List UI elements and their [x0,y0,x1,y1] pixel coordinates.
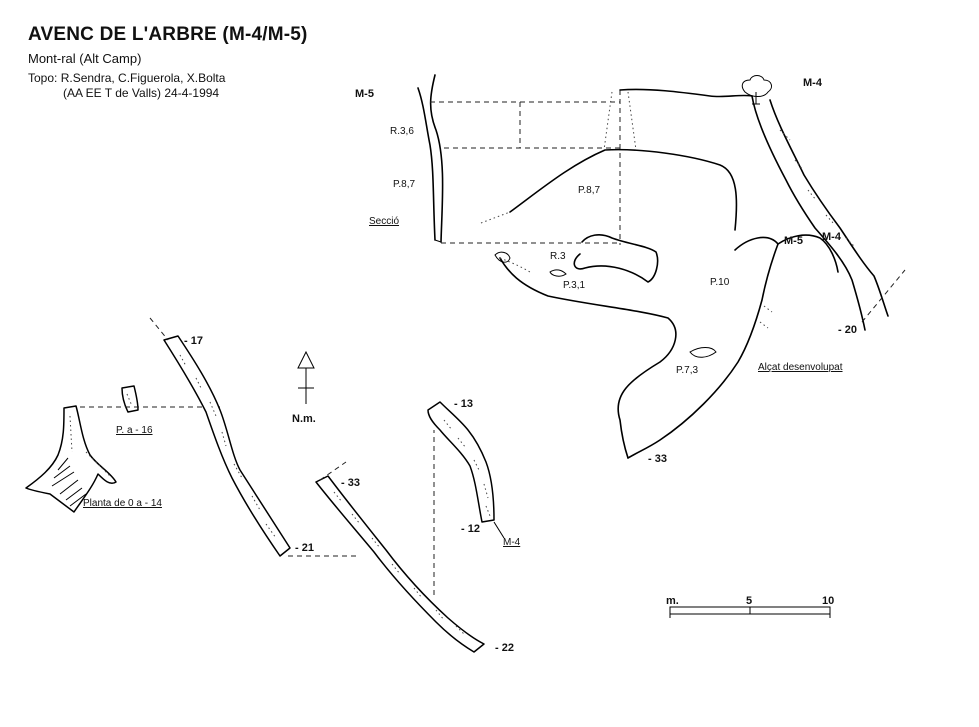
label-depth-13: - 13 [454,398,473,410]
scale-bar: m. 5 10 [666,595,834,618]
label-m4-junction: M-4 [822,231,842,243]
p10-wall-detail [759,305,773,329]
north-arrow-label: N.m. [292,413,316,425]
label-p87-left: P.8,7 [393,179,415,190]
chamber-roof [509,148,738,231]
section-dotted-guide [480,211,511,224]
m5-shaft-left-wall [417,87,436,241]
cave-plan: - 17 - 21 - 33 - 22 - 13 - 12 M-4 P. a -… [25,317,521,654]
label-depth-21: - 21 [295,542,314,554]
label-depth-17: - 17 [184,335,203,347]
section-dotted-guide [627,91,637,151]
label-depth-22: - 22 [495,642,514,654]
label-r3: R.3 [550,251,566,262]
plan-passage-13-12 [427,401,495,523]
section-dotted-guide [603,91,613,151]
north-arrow-head-icon [297,350,315,369]
label-p87-right: P.8,7 [578,185,600,196]
m4-shaft-left-wall [751,95,866,331]
label-r36: R.3,6 [390,126,414,137]
label-pa16: P. a - 16 [116,425,153,436]
map-title: AVENC DE L'ARBRE (M-4/M-5) [28,24,308,45]
label-depth-33-section: - 33 [648,453,667,465]
m5-shaft-bottom [434,239,442,243]
m5-junction-wall [777,234,839,273]
m5-shaft-right-wall [429,74,444,243]
scale-unit: m. [666,595,679,607]
map-subtitle: Mont-ral (Alt Camp) [28,51,142,66]
plan-entrance-passage [25,405,117,513]
scale-mid: 5 [746,595,752,607]
ledge-r3-inner [549,269,567,277]
boulder-left [494,251,511,263]
survey-date: (AA EE T de Valls) 24-4-1994 [63,86,220,100]
north-arrow: N.m. [292,350,316,425]
label-depth-20: - 20 [838,324,857,336]
label-p31: P.3,1 [563,280,585,291]
surface-line [619,88,753,98]
label-entrance-m4: M-4 [803,77,823,89]
plan-passage-17-21 [163,335,291,557]
label-alcat-desenvolupat: Alçat desenvolupat [758,362,843,373]
label-entrance-m5: M-5 [355,88,374,100]
cave-section: M-5 M-4 R.3,6 P.8,7 Secció P.8,7 R.3 P.3… [355,74,906,465]
ledge-r3 [573,233,659,283]
junction-dashed [861,269,906,323]
label-p10: P.10 [710,277,730,288]
label-p73: P.7,3 [676,365,698,376]
chamber-floor [499,257,677,459]
plan-entrance-dots [69,415,111,477]
scale-bar-ticks [669,607,831,618]
label-seccio: Secció [369,216,399,227]
label-depth-33-plan: - 33 [341,477,360,489]
plan-passage-33-22 [315,475,485,653]
label-planta: Planta de 0 a - 14 [83,498,162,509]
plan-m4-pointer [493,521,505,539]
north-arrow-shaft [298,368,314,404]
m4-shaft-right-wall [769,99,889,317]
tree-icon [741,75,772,105]
scale-end: 10 [822,595,834,607]
label-plan-m4: M-4 [503,537,521,548]
survey-credits: Topo: R.Sendra, C.Figuerola, X.Bolta [28,71,226,85]
boulder-p73 [689,347,717,358]
plan-shaft-pa16 [121,385,139,413]
plan-entrance-hatching [51,457,87,507]
label-m5-junction: M-5 [784,235,803,247]
label-depth-12: - 12 [461,523,480,535]
plan-dashed-17 [149,317,169,341]
